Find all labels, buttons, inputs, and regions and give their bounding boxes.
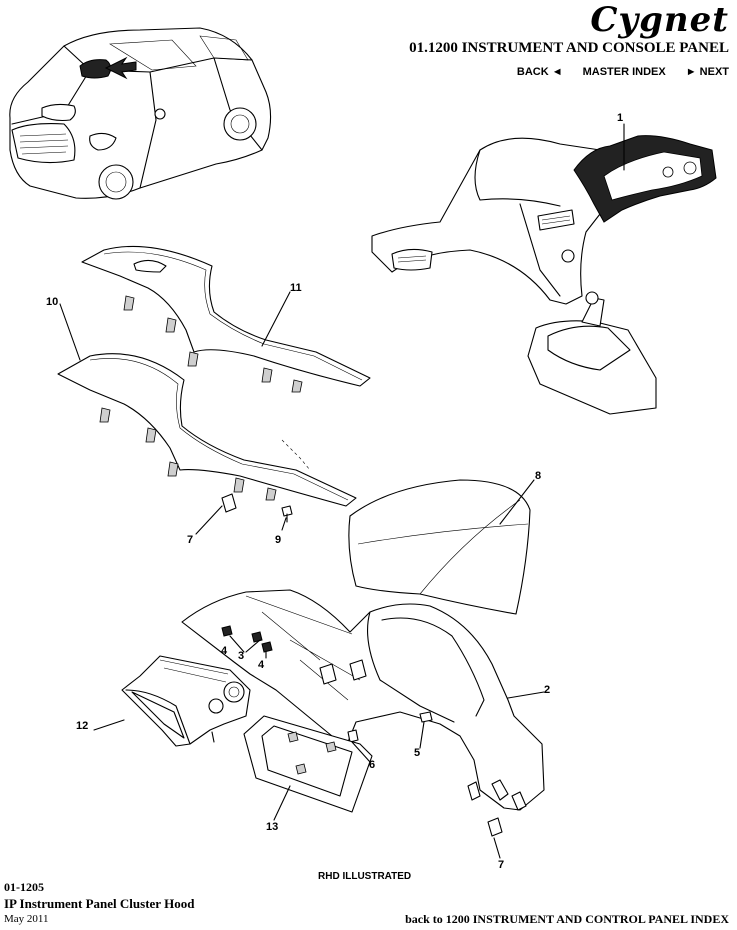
back-to-index-link[interactable]: back to 1200 INSTRUMENT AND CONTROL PANE…: [405, 912, 729, 926]
item-11-trim-strip: [81, 245, 371, 393]
hardware-parts: [221, 625, 433, 743]
item-10-trim-strip: [57, 353, 357, 507]
callout-13: 13: [266, 821, 279, 833]
callout-8: 8: [535, 470, 542, 482]
page-title: IP Instrument Panel Cluster Hood: [4, 896, 195, 911]
callout-2: 2: [544, 684, 551, 696]
nav-bar: BACK ◄ MASTER INDEX ► NEXT: [517, 66, 729, 78]
item-12-air-vent: [121, 655, 251, 747]
callout-10: 10: [46, 296, 59, 308]
next-link[interactable]: ► NEXT: [685, 66, 729, 78]
clip-part-lower: [487, 817, 503, 837]
callout-1: 1: [617, 112, 624, 124]
clip-parts-upper: [221, 493, 293, 523]
rhd-illustrated-note: RHD ILLUSTRATED: [318, 871, 412, 882]
page-date: May 2011: [4, 913, 49, 925]
callout-5: 5: [414, 747, 421, 759]
item-8-lens: [348, 479, 531, 615]
callout-11: 11: [290, 282, 302, 294]
callout-3: 3: [238, 650, 245, 662]
page-code: 01-1205: [4, 880, 44, 894]
leader-lines: [59, 123, 625, 859]
item-1-console-overview: [371, 135, 717, 415]
item-2-cluster-hood: [181, 589, 545, 811]
brand-logo: Cygnet: [590, 0, 729, 40]
section-title: 01.1200 INSTRUMENT AND CONSOLE PANEL: [409, 40, 729, 56]
callout-4: 4: [258, 659, 265, 671]
callout-9: 9: [275, 534, 282, 546]
callout-4: 4: [221, 645, 228, 657]
callout-6: 6: [369, 759, 376, 771]
master-index-link[interactable]: MASTER INDEX: [582, 66, 666, 78]
car-location-illustration: [9, 27, 272, 200]
callout-12: 12: [76, 720, 89, 732]
back-link[interactable]: BACK ◄: [516, 66, 563, 78]
item-13-frame: [243, 715, 373, 813]
callout-7: 7: [187, 534, 194, 546]
callout-7: 7: [498, 859, 505, 871]
